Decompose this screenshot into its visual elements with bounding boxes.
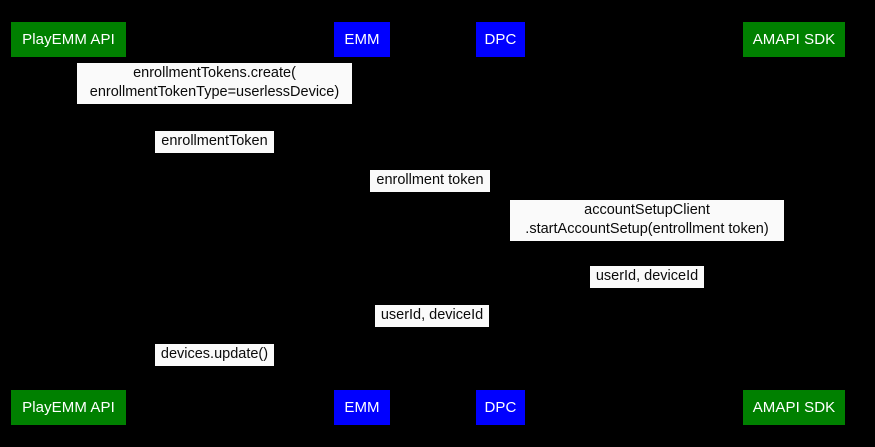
message-label-2: enrollmentToken bbox=[155, 131, 274, 153]
lifeline-dpc bbox=[500, 57, 501, 390]
participant-emm-label: EMM bbox=[344, 31, 380, 48]
message-arrow-6-head bbox=[361, 323, 369, 331]
lifeline-playemm-api bbox=[68, 57, 69, 390]
message-arrow-6 bbox=[361, 327, 500, 328]
participant-amapi-sdk-footer[interactable]: AMAPI SDK bbox=[743, 390, 845, 425]
message-arrow-4 bbox=[500, 243, 793, 244]
participant-amapi-sdk[interactable]: AMAPI SDK bbox=[743, 22, 845, 57]
participant-emm[interactable]: EMM bbox=[334, 22, 390, 57]
lifeline-amapi-sdk bbox=[793, 57, 794, 390]
message-arrow-5 bbox=[500, 288, 793, 289]
participant-playemm-api-footer[interactable]: PlayEMM API bbox=[11, 390, 126, 425]
participant-amapi-sdk-label: AMAPI SDK bbox=[752, 31, 836, 48]
message-arrow-7-head bbox=[68, 362, 76, 370]
message-arrow-5-head bbox=[500, 284, 508, 292]
message-arrow-4-head bbox=[785, 239, 793, 247]
participant-playemm-api-footer-label: PlayEMM API bbox=[22, 399, 115, 416]
message-arrow-3-head bbox=[492, 188, 500, 196]
message-label-5: userId, deviceId bbox=[590, 266, 704, 288]
lifeline-emm bbox=[361, 57, 362, 390]
message-label-6: userId, deviceId bbox=[375, 305, 489, 327]
participant-amapi-sdk-footer-label: AMAPI SDK bbox=[752, 399, 836, 416]
message-label-4: accountSetupClient .startAccountSetup(en… bbox=[510, 200, 784, 241]
message-arrow-2-head bbox=[353, 149, 361, 157]
participant-playemm-api[interactable]: PlayEMM API bbox=[11, 22, 126, 57]
message-arrow-3 bbox=[361, 192, 500, 193]
message-arrow-1-head bbox=[68, 102, 76, 110]
participant-dpc-footer[interactable]: DPC bbox=[476, 390, 525, 425]
participant-emm-footer-label: EMM bbox=[344, 399, 380, 416]
participant-dpc-label: DPC bbox=[484, 31, 517, 48]
message-label-3: enrollment token bbox=[370, 170, 490, 192]
message-arrow-7 bbox=[68, 366, 361, 367]
participant-dpc-footer-label: DPC bbox=[484, 399, 517, 416]
message-arrow-1 bbox=[68, 106, 361, 107]
message-label-1: enrollmentTokens.create( enrollmentToken… bbox=[77, 63, 352, 104]
participant-emm-footer[interactable]: EMM bbox=[334, 390, 390, 425]
participant-dpc[interactable]: DPC bbox=[476, 22, 525, 57]
message-label-7: devices.update() bbox=[155, 344, 274, 366]
message-arrow-2 bbox=[68, 153, 361, 154]
participant-playemm-api-label: PlayEMM API bbox=[22, 31, 115, 48]
